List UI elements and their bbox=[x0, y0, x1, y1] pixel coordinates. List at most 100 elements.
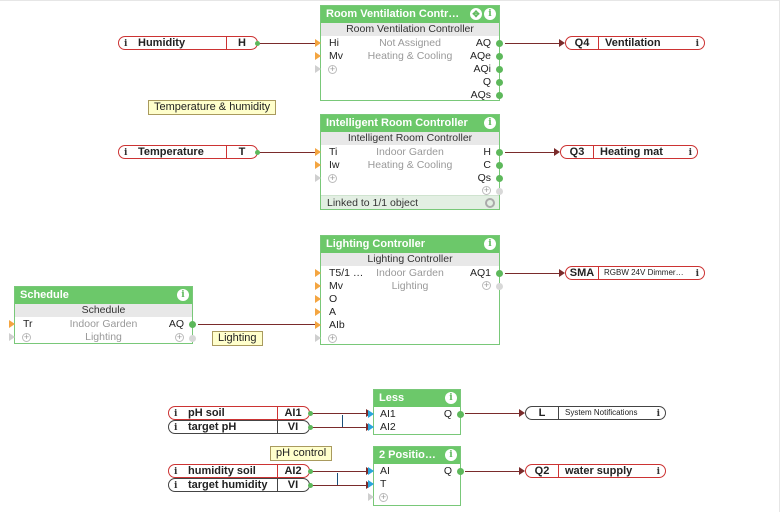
room-ventilation-controller-block[interactable]: Room Ventilation Contr… ✥ i Room Ventila… bbox=[315, 5, 503, 101]
output-port[interactable] bbox=[308, 425, 313, 430]
output-port[interactable] bbox=[308, 483, 313, 488]
output-port[interactable] bbox=[255, 150, 260, 155]
output-port[interactable] bbox=[255, 41, 260, 46]
output-port[interactable] bbox=[457, 468, 464, 475]
input-humidity[interactable]: i Humidity H bbox=[118, 36, 258, 50]
info-icon[interactable]: i bbox=[688, 148, 692, 158]
plus-icon[interactable]: + bbox=[22, 332, 31, 342]
output-rgbw-dimmer[interactable]: SMA RGBW 24V Dimmer… i bbox=[565, 266, 705, 280]
plus-icon[interactable]: + bbox=[328, 64, 337, 74]
output-port[interactable] bbox=[457, 411, 464, 418]
output-port[interactable] bbox=[308, 469, 313, 474]
info-icon[interactable]: i bbox=[484, 8, 496, 20]
input-port[interactable] bbox=[315, 334, 321, 342]
linked-objects-bar[interactable]: Linked to 1/1 object bbox=[321, 195, 499, 209]
info-icon[interactable]: i bbox=[174, 423, 178, 433]
input-label-iw: Iw bbox=[329, 159, 340, 171]
input-port[interactable] bbox=[9, 333, 15, 341]
output-port[interactable] bbox=[496, 40, 503, 47]
info-icon[interactable]: i bbox=[124, 39, 128, 49]
output-water-supply[interactable]: Q2 water supply i bbox=[525, 464, 666, 478]
input-humidity-soil[interactable]: i humidity soil AI2 bbox=[168, 464, 310, 478]
info-icon[interactable]: i bbox=[445, 392, 457, 404]
two-position-block[interactable]: 2 Positio… i AI T Q + bbox=[368, 446, 464, 506]
gear-icon[interactable] bbox=[485, 198, 495, 208]
comment-lighting[interactable]: Lighting bbox=[212, 331, 263, 346]
output-system-notifications[interactable]: L System Notifications i bbox=[525, 406, 666, 420]
lighting-controller-block[interactable]: Lighting Controller i Lighting Controlle… bbox=[315, 235, 503, 345]
plus-icon[interactable]: + bbox=[175, 332, 184, 342]
output-port[interactable] bbox=[189, 335, 196, 342]
output-port[interactable] bbox=[308, 411, 313, 416]
output-port[interactable] bbox=[496, 162, 503, 169]
input-ph-soil[interactable]: i pH soil AI1 bbox=[168, 406, 310, 420]
input-port[interactable] bbox=[315, 321, 321, 329]
info-icon[interactable]: i bbox=[445, 449, 457, 461]
input-port[interactable] bbox=[315, 308, 321, 316]
input-port[interactable] bbox=[368, 423, 374, 431]
output-port[interactable] bbox=[496, 149, 503, 156]
info-icon[interactable]: i bbox=[695, 269, 699, 279]
block-title[interactable]: Lighting Controller i bbox=[321, 236, 499, 253]
input-label-ti: Ti bbox=[329, 146, 338, 158]
input-port[interactable] bbox=[368, 410, 374, 418]
plus-icon[interactable]: + bbox=[482, 185, 491, 195]
input-port[interactable] bbox=[315, 161, 321, 169]
output-ventilation[interactable]: Q4 Ventilation i bbox=[565, 36, 705, 50]
comment-ph-control[interactable]: pH control bbox=[270, 446, 333, 461]
input-port[interactable] bbox=[315, 282, 321, 290]
intelligent-room-controller-block[interactable]: Intelligent Room Controller i Intelligen… bbox=[315, 114, 503, 210]
input-port[interactable] bbox=[9, 320, 15, 328]
info-icon[interactable]: i bbox=[174, 409, 178, 419]
info-icon[interactable]: i bbox=[174, 467, 178, 477]
block-title[interactable]: Schedule i bbox=[15, 287, 192, 304]
input-port[interactable] bbox=[315, 65, 321, 73]
info-icon[interactable]: i bbox=[484, 117, 496, 129]
output-port[interactable] bbox=[496, 188, 503, 195]
output-port[interactable] bbox=[496, 79, 503, 86]
block-title[interactable]: Room Ventilation Contr… ✥ i bbox=[321, 6, 499, 23]
input-port[interactable] bbox=[315, 295, 321, 303]
info-icon[interactable]: i bbox=[124, 148, 128, 158]
input-temperature[interactable]: i Temperature T bbox=[118, 145, 258, 159]
info-icon[interactable]: i bbox=[656, 467, 660, 477]
output-label-aqs: AQs bbox=[470, 89, 491, 101]
input-port[interactable] bbox=[315, 39, 321, 47]
output-port[interactable] bbox=[496, 66, 503, 73]
plus-icon[interactable]: + bbox=[482, 280, 491, 290]
plus-icon[interactable]: + bbox=[328, 333, 337, 343]
output-heating-mat[interactable]: Q3 Heating mat i bbox=[560, 145, 698, 159]
info-icon[interactable]: i bbox=[656, 409, 660, 419]
input-port[interactable] bbox=[368, 493, 374, 501]
block-title[interactable]: Less i bbox=[374, 390, 460, 407]
schedule-block[interactable]: Schedule i Schedule Tr Indoor Garden Lig… bbox=[9, 286, 196, 344]
block-title[interactable]: 2 Positio… i bbox=[374, 447, 460, 464]
less-block[interactable]: Less i AI1 AI2 Q bbox=[368, 389, 464, 435]
input-port[interactable] bbox=[368, 480, 374, 488]
comment-temperature-humidity[interactable]: Temperature & humidity bbox=[148, 100, 277, 115]
input-target-humidity[interactable]: i target humidity VI bbox=[168, 478, 310, 492]
output-port[interactable] bbox=[496, 270, 503, 277]
plus-icon[interactable]: + bbox=[379, 492, 388, 502]
output-port[interactable] bbox=[496, 53, 503, 60]
plus-icon[interactable]: + bbox=[328, 173, 337, 183]
input-target-ph[interactable]: i target pH VI bbox=[168, 420, 310, 434]
output-port[interactable] bbox=[496, 175, 503, 182]
info-icon[interactable]: i bbox=[174, 481, 178, 491]
input-port[interactable] bbox=[315, 269, 321, 277]
connector-humidity bbox=[258, 43, 315, 44]
input-port[interactable] bbox=[315, 148, 321, 156]
info-icon[interactable]: i bbox=[695, 39, 699, 49]
info-icon[interactable]: i bbox=[484, 238, 496, 250]
info-icon[interactable]: i bbox=[177, 289, 189, 301]
output-port[interactable] bbox=[496, 283, 503, 290]
block-title-text: Intelligent Room Controller bbox=[326, 117, 468, 129]
move-icon[interactable]: ✥ bbox=[470, 8, 482, 20]
output-port[interactable] bbox=[189, 321, 196, 328]
block-title[interactable]: Intelligent Room Controller i bbox=[321, 115, 499, 132]
input-port[interactable] bbox=[315, 174, 321, 182]
output-port[interactable] bbox=[496, 92, 503, 99]
input-port[interactable] bbox=[368, 467, 374, 475]
input-port[interactable] bbox=[315, 52, 321, 60]
